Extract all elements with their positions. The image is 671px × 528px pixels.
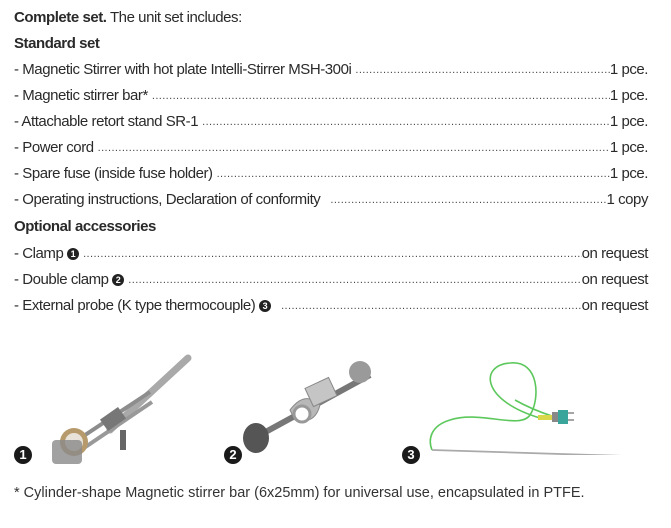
list-item: - Spare fuse (inside fuse holder).......… xyxy=(14,164,648,184)
dot-leader: ........................................… xyxy=(202,116,610,128)
item-qty: 1 pce. xyxy=(609,61,649,78)
item-label: - Attachable retort stand SR-1 xyxy=(14,113,199,130)
list-item: - Magnetic Stirrer with hot plate Intell… xyxy=(14,60,648,80)
dot-leader: ........................................… xyxy=(83,248,582,260)
intro-bold: Complete set. xyxy=(14,9,107,26)
item-qty: on request xyxy=(581,245,649,262)
marker-1: 1 xyxy=(67,248,80,260)
standard-heading: Standard set xyxy=(14,34,648,54)
figure-marker-3: 3 xyxy=(402,446,420,464)
item-label: - Clamp 1 xyxy=(14,244,80,264)
list-item: - Clamp 1...............................… xyxy=(14,244,648,264)
dot-leader: ........................................… xyxy=(216,168,610,180)
item-label-text: - Clamp xyxy=(14,245,64,262)
list-item: - Magnetic stirrer bar*.................… xyxy=(14,86,648,106)
item-qty: 1 pce. xyxy=(609,113,649,130)
list-item: - Power cord............................… xyxy=(14,138,648,158)
item-label: - Operating instructions, Declaration of… xyxy=(14,191,321,208)
marker-2: 2 xyxy=(112,274,125,286)
footnote: * Cylinder-shape Magnetic stirrer bar (6… xyxy=(14,485,585,501)
list-item: - Attachable retort stand SR-1..........… xyxy=(14,112,648,132)
item-label: - Double clamp 2 xyxy=(14,270,125,290)
dot-leader: ........................................… xyxy=(128,274,582,286)
intro: Complete set. The unit set includes: xyxy=(14,8,648,28)
item-label: - Magnetic stirrer bar* xyxy=(14,87,148,104)
dot-leader: ........................................… xyxy=(281,300,582,312)
probe-image xyxy=(429,362,622,455)
item-qty: 1 copy xyxy=(606,191,649,208)
list-item: - External probe (K type thermocouple) 3… xyxy=(14,296,648,316)
item-qty: on request xyxy=(581,297,649,314)
item-label-text: - External probe (K type thermocouple) xyxy=(14,297,256,314)
optional-heading: Optional accessories xyxy=(14,217,648,237)
optional-heading-text: Optional accessories xyxy=(14,218,156,235)
list-item: - Operating instructions, Declaration of… xyxy=(14,190,648,210)
dot-leader: ........................................… xyxy=(330,194,607,206)
intro-text: The unit set includes: xyxy=(106,9,242,26)
dot-leader: ........................................… xyxy=(355,64,609,76)
dot-leader: ........................................… xyxy=(151,90,610,102)
item-qty: 1 pce. xyxy=(609,139,649,156)
figure-marker-2: 2 xyxy=(224,446,242,464)
double-clamp-image xyxy=(243,361,372,453)
marker-3: 3 xyxy=(259,300,272,312)
item-label: - Magnetic Stirrer with hot plate Intell… xyxy=(14,61,352,78)
item-label-text: - Double clamp xyxy=(14,271,109,288)
item-label: - Spare fuse (inside fuse holder) xyxy=(14,165,213,182)
item-qty: 1 pce. xyxy=(609,165,649,182)
item-qty: on request xyxy=(581,271,649,288)
item-qty: 1 pce. xyxy=(609,87,649,104)
list-item: - Double clamp 2........................… xyxy=(14,270,648,290)
dot-leader: ........................................… xyxy=(97,142,610,154)
standard-heading-text: Standard set xyxy=(14,35,100,52)
figure-marker-1: 1 xyxy=(14,446,32,464)
clamp-image xyxy=(52,354,192,464)
item-label: - External probe (K type thermocouple) 3 xyxy=(14,296,272,316)
item-label: - Power cord xyxy=(14,139,94,156)
